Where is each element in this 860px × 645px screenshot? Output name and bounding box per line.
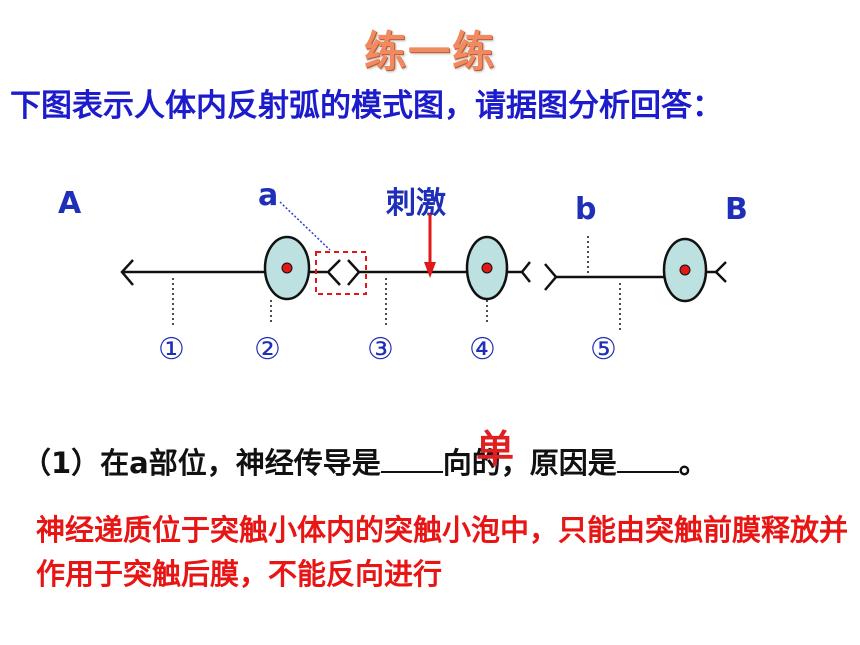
label-A: A xyxy=(58,186,82,221)
question-1-part3: 。 xyxy=(678,446,708,480)
answer-explanation: 神经递质位于突触小体内的突触小泡中，只能由突触前膜释放并作用于突触后膜，不能反向… xyxy=(36,513,849,591)
marker-4: ④ xyxy=(469,332,496,367)
question-1-part1: （1）在a部位，神经传导是 xyxy=(22,446,381,480)
answer-blank-1[interactable] xyxy=(380,445,443,473)
stimulus-label: 刺激 xyxy=(386,186,446,221)
question-text: 下图表示人体内反射弧的模式图，请据图分析回答： xyxy=(10,88,723,124)
question-1: （1）在a部位，神经传导是 向的，原因是 。 xyxy=(22,440,708,482)
marker-leaders xyxy=(172,236,621,330)
page-title: 练一练 xyxy=(363,27,496,76)
effector-ending xyxy=(714,261,727,283)
neuron-2 xyxy=(347,259,531,286)
synapse-knob-2 xyxy=(520,261,531,283)
marker-1: ① xyxy=(158,332,185,367)
answer-1-fill: 单 xyxy=(476,427,515,471)
label-a-pointer xyxy=(279,201,331,251)
label-a: a xyxy=(258,178,279,213)
nucleus-3 xyxy=(679,264,691,276)
question-1-part2: 向的，原因是 xyxy=(442,446,617,480)
neuron-3 xyxy=(544,261,727,291)
synapse-a-knob-right xyxy=(347,259,361,286)
marker-3: ③ xyxy=(367,332,394,367)
synapse-knob-3 xyxy=(544,263,558,291)
stimulus-arrow-head xyxy=(424,262,436,278)
label-B: B xyxy=(725,192,748,227)
neuron-1 xyxy=(120,259,341,286)
synapse-a-box xyxy=(315,251,367,295)
marker-5: ⑤ xyxy=(590,332,617,367)
synapse-a-knob-left xyxy=(326,259,341,286)
nucleus-2 xyxy=(481,262,493,274)
answer-blank-2[interactable] xyxy=(616,445,679,473)
marker-2: ② xyxy=(254,332,281,367)
nucleus-1 xyxy=(281,262,293,274)
label-b: b xyxy=(575,192,597,227)
